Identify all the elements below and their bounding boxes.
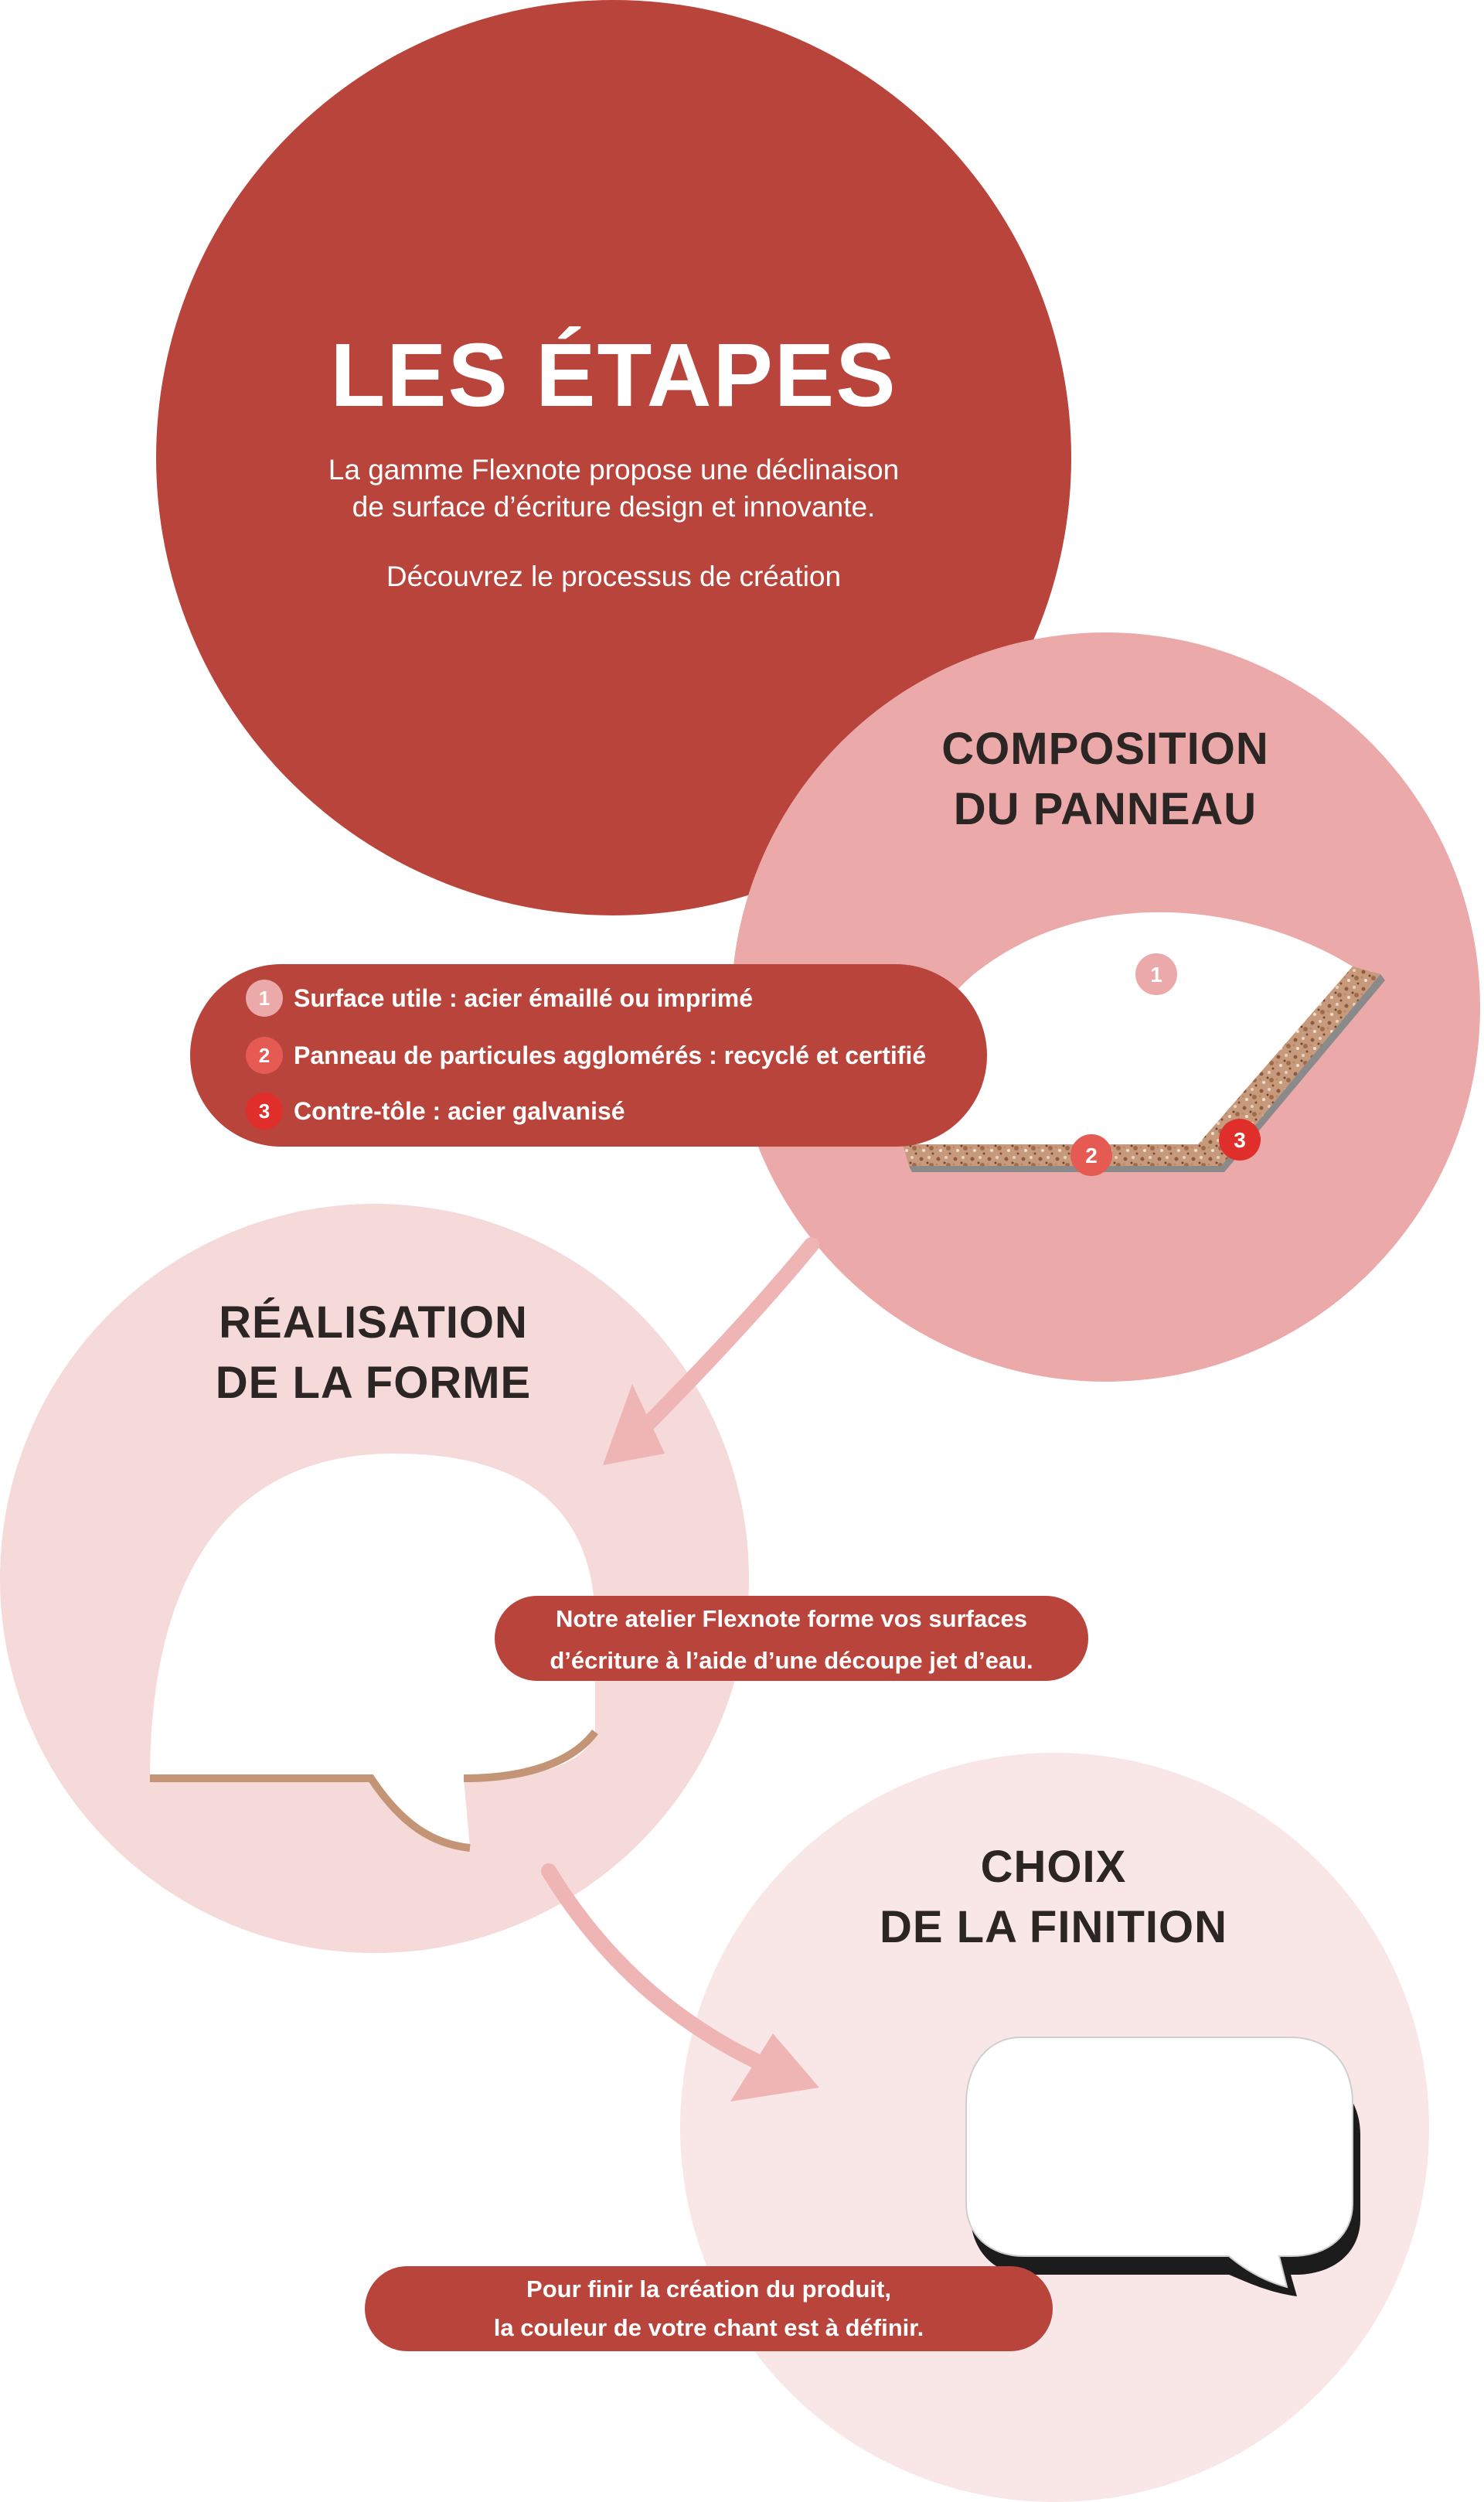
finished-speech-bubble-icon [965,2037,1360,2296]
marker-3: 3 [1219,1119,1261,1161]
arrow-down-right-icon [541,1863,819,2101]
intro-text-line-1: La gamme Flexnote propose une déclinaiso… [328,454,900,486]
svg-text:1: 1 [1150,963,1162,987]
finish-heading-line-2: DE LA FINITION [879,1902,1228,1953]
legend-item-2: 2 Panneau de particules agglomérés : rec… [246,1037,926,1074]
arrow-down-left-icon [603,1237,819,1465]
finished-bubble-surface [965,2037,1353,2289]
legend-text-2: Panneau de particules agglomérés : recyc… [294,1041,927,1069]
finish-heading: CHOIX DE LA FINITION [744,1837,1363,1958]
bubble-cut-edge [150,1729,598,1852]
legend-number-2: 2 [246,1037,283,1074]
bubble-cut-surface [150,1454,595,1848]
composition-legend: 1 Surface utile : acier émaillé ou impri… [190,964,987,1147]
svg-text:3: 3 [1234,1128,1246,1152]
finish-description-line-2: la couleur de votre chant est à définir. [493,2314,924,2341]
legend-item-1: 1 Surface utile : acier émaillé ou impri… [246,980,753,1017]
intro-cta-text: Découvrez le processus de création [386,561,842,592]
panel-surface [903,912,1353,1144]
legend-number-1: 1 [246,980,283,1017]
shape-description: Notre atelier Flexnote forme vos surface… [495,1596,1088,1681]
shape-heading-line-2: DE LA FORME [215,1358,532,1409]
panel-illustration: 1 2 3 [903,912,1385,1176]
speech-bubble-cut-illustration [150,1454,598,1852]
legend-text-3: Contre-tôle : acier galvanisé [294,1096,625,1125]
legend-item-3: 3 Contre-tôle : acier galvanisé [246,1092,625,1130]
page-title: LES ÉTAPES [330,325,897,425]
finish-heading-line-1: CHOIX [980,1842,1127,1892]
panel-particle-board [903,966,1380,1166]
shape-heading-line-1: RÉALISATION [219,1297,528,1348]
finish-description-line-1: Pour finir la création du produit, [526,2275,891,2303]
shape-description-line-1: Notre atelier Flexnote forme vos surface… [556,1605,1027,1632]
composition-heading: COMPOSITION DU PANNEAU [796,719,1414,840]
composition-heading-line-2: DU PANNEAU [953,784,1258,835]
intro-text-line-2: de surface d’écriture design et innovant… [352,491,876,523]
svg-text:2: 2 [1085,1144,1098,1167]
legend-number-3: 3 [246,1092,283,1130]
legend-text-1: Surface utile : acier émaillé ou imprimé [294,983,753,1012]
finish-description: Pour finir la création du produit, la co… [365,2266,1053,2351]
marker-2: 2 [1070,1134,1112,1176]
composition-heading-line-1: COMPOSITION [941,724,1269,774]
shape-description-line-2: d’écriture à l’aide d’une découpe jet d’… [550,1647,1033,1674]
shape-heading: RÉALISATION DE LA FORME [64,1293,682,1414]
marker-1: 1 [1135,953,1177,995]
